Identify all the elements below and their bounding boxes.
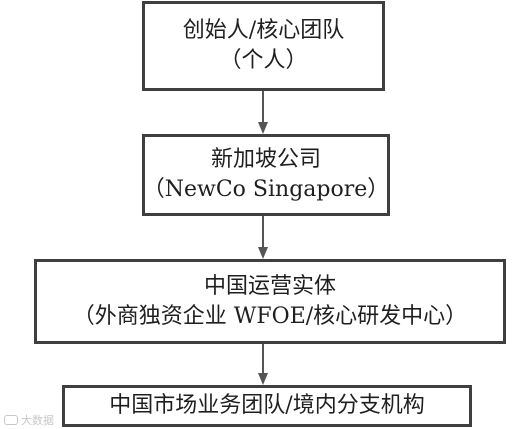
box-china-operating-entity-title: 中国运营实体: [203, 273, 336, 299]
box-singapore-company-subtitle: （NewCo Singapore）: [142, 177, 390, 202]
watermark: 大数据: [4, 412, 54, 428]
box-singapore-company-title: 新加坡公司: [210, 147, 321, 173]
box-founder-team-title: 创始人/核心团队: [182, 18, 345, 44]
box-founder-team: 创始人/核心团队 （个人）: [142, 1, 385, 91]
arrow-down-icon: [258, 247, 268, 259]
box-china-market-team-title: 中国市场业务团队/境内分支机构: [109, 393, 425, 419]
watermark-logo-icon: [4, 415, 18, 425]
box-china-operating-entity: 中国运营实体 （外商独资企业 WFOE/核心研发中心）: [34, 259, 506, 344]
connector-2: [262, 216, 264, 248]
arrow-down-icon: [258, 122, 268, 134]
box-china-market-team: 中国市场业务团队/境内分支机构: [62, 385, 472, 427]
watermark-text: 大数据: [21, 414, 54, 427]
connector-1: [262, 91, 264, 123]
connector-3: [262, 344, 264, 374]
arrow-down-icon: [258, 373, 268, 385]
box-china-operating-entity-subtitle: （外商独资企业 WFOE/核心研发中心）: [72, 303, 468, 329]
box-founder-team-subtitle: （个人）: [219, 48, 308, 73]
box-singapore-company: 新加坡公司 （NewCo Singapore）: [142, 134, 390, 216]
